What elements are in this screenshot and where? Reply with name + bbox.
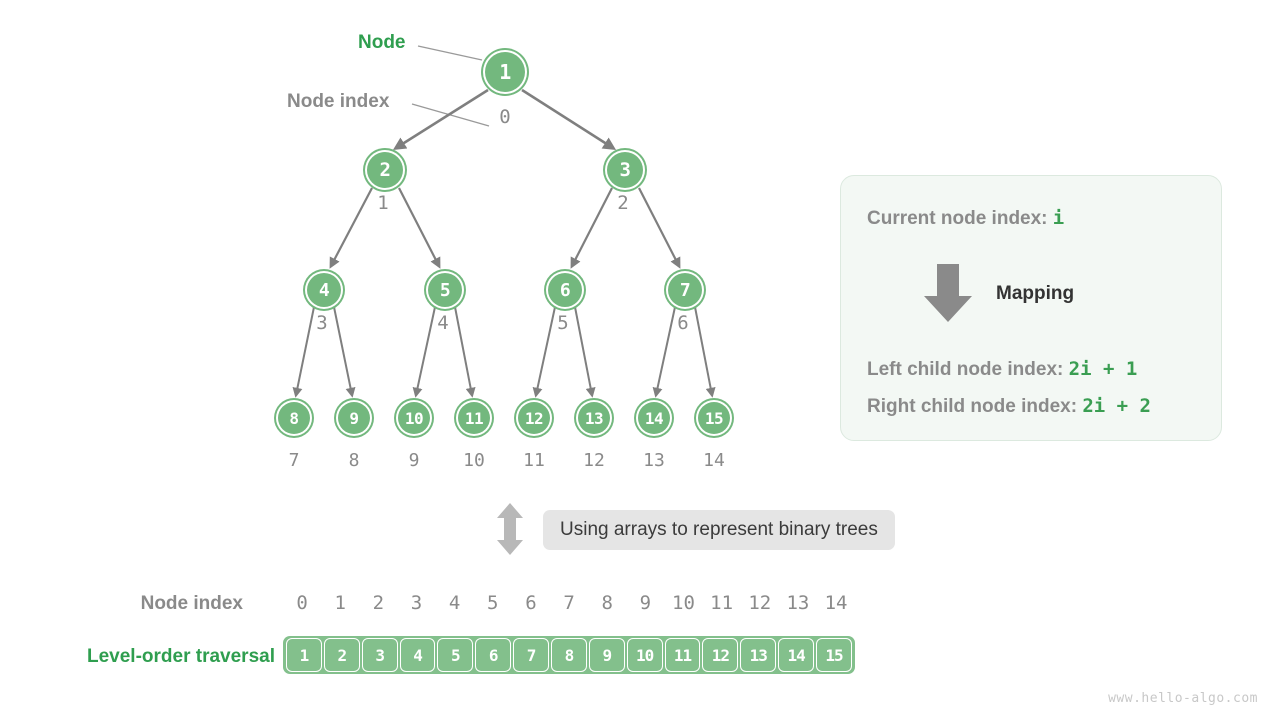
array-index-label-0: 0 [296,592,308,614]
tree-node-4: 4 [305,271,343,309]
tree-node-2: 2 [365,150,405,190]
tree-node-5: 5 [426,271,464,309]
array-cell-11: 12 [702,638,739,672]
array-cell-0: 1 [286,638,322,672]
tree-node-10: 10 [396,400,432,436]
annotation-node-index-label: Node index [287,91,390,112]
tree-node-index-1: 1 [377,192,389,214]
array-cell-14: 15 [816,638,852,672]
tree-node-index-4: 4 [437,312,449,334]
tree-node-13: 13 [576,400,612,436]
array-index-row-label: Node index [140,593,243,614]
array-index-label-3: 3 [410,592,423,614]
array-index-label-5: 5 [487,592,499,614]
array-cell-10: 11 [664,638,701,672]
tree-node-3: 3 [605,150,645,190]
right-child-index-value: 2i + 2 [1082,395,1151,417]
array-index-label-13: 13 [786,592,810,614]
tree-node-index-14: 14 [703,450,725,471]
tree-node-6: 6 [546,271,584,309]
array-index-label-7: 7 [563,592,575,614]
tree-node-11: 11 [456,400,492,436]
tree-node-12: 12 [516,400,552,436]
tree-node-7: 7 [666,271,704,309]
array-index-label-6: 6 [525,592,537,614]
tree-node-index-13: 13 [643,450,665,471]
array-index-label-11: 11 [710,592,734,614]
tree-node-1: 1 [483,50,527,94]
current-node-index-value: i [1052,207,1065,229]
tree-node-index-8: 8 [348,450,360,471]
array-index-label-9: 9 [639,592,652,614]
mapping-info-panel: Current node index: i Mapping Left child… [840,175,1222,441]
tree-node-index-2: 2 [617,192,629,214]
right-child-index-prefix: Right child node index: [867,396,1083,417]
tree-node-index-11: 11 [523,450,545,471]
array-index-label-12: 12 [748,592,772,614]
array-cell-12: 13 [740,638,777,672]
band-caption: Using arrays to represent binary trees [543,510,895,550]
array-cell-7: 8 [551,638,587,672]
left-child-index-prefix: Left child node index: [867,359,1069,380]
array-index-label-2: 2 [372,592,385,614]
tree-node-index-7: 7 [288,450,300,471]
array-traversal-row-label: Level-order traversal [87,646,275,667]
current-node-index-line: Current node index: i [867,207,1064,230]
tree-node-index-12: 12 [583,450,605,471]
tree-node-index-5: 5 [557,312,569,334]
array-index-label-1: 1 [334,592,346,614]
tree-node-14: 14 [636,400,672,436]
array-cell-1: 2 [323,638,360,672]
right-child-index-line: Right child node index: 2i + 2 [867,395,1151,418]
left-child-index-value: 2i + 1 [1068,358,1138,380]
mapping-label: Mapping [996,283,1075,304]
tree-node-index-9: 9 [408,450,420,471]
down-arrow-icon [924,264,972,322]
array-index-label-10: 10 [672,592,695,614]
array-cell-2: 3 [361,638,398,672]
tree-node-index-10: 10 [463,450,485,471]
tree-node-index-0: 0 [499,106,511,128]
array-cell-3: 4 [399,638,436,672]
tree-edge-group-level2 [292,306,716,398]
array-cell-6: 7 [513,638,550,672]
up-down-arrow-icon [497,503,523,555]
annotation-leader-lines [411,45,490,127]
left-child-index-line: Left child node index: 2i + 1 [867,358,1137,381]
tree-node-index-3: 3 [316,312,328,334]
tree-node-9: 9 [336,400,372,436]
tree-node-index-6: 6 [677,312,689,334]
array-index-label-4: 4 [448,592,461,614]
array-index-label-14: 14 [824,592,848,614]
array-cell-5: 6 [475,638,512,672]
tree-node-15: 15 [696,400,732,436]
annotation-node-label: Node [358,32,406,53]
array-index-label-8: 8 [601,592,613,614]
array-cell-9: 10 [626,638,663,672]
array-cell-8: 9 [588,638,625,672]
array-cell-13: 14 [778,638,815,672]
tree-node-8: 8 [276,400,312,436]
array-cell-4: 5 [437,638,474,672]
current-node-index-prefix: Current node index: [867,208,1053,229]
watermark: www.hello-algo.com [1108,691,1258,706]
